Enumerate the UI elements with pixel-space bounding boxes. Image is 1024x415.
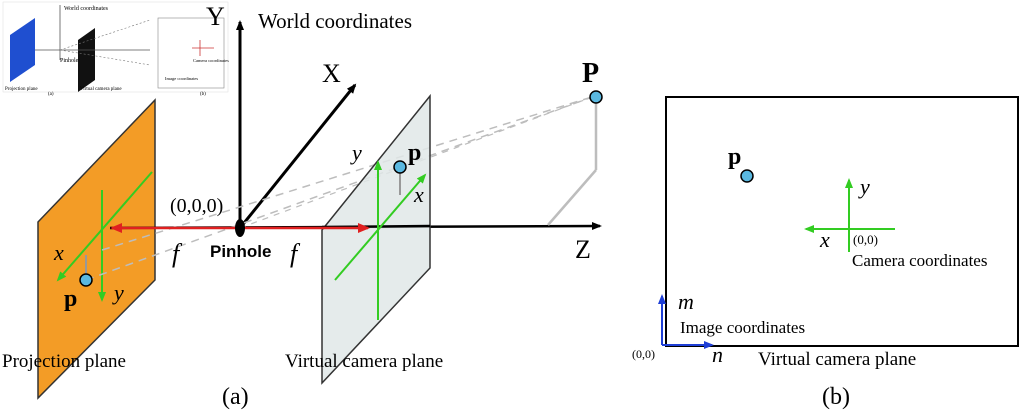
camera-origin-label: (0,0) (853, 232, 878, 247)
projection-axis-x-line (56, 171, 153, 282)
virtual-point-p (393, 160, 407, 174)
image-point-label: p (728, 144, 741, 170)
panel-b: p y x (0,0) Camera coordinates m Image c… (632, 96, 1019, 410)
caption-b: (b) (822, 384, 850, 410)
image-axis-n-label: n (712, 342, 723, 367)
thumb-pinhole-label: Pinhole (60, 58, 79, 64)
origin-label: (0,0,0) (170, 195, 223, 217)
camera-coordinates-label: Camera coordinates (852, 251, 987, 270)
projection-point-label: p (64, 286, 77, 312)
image-origin-label: (0,0) (632, 347, 655, 361)
ray-lower (85, 95, 596, 281)
thumb-panel-b-frame (157, 17, 225, 89)
virtual-axis-x-label: x (413, 182, 424, 207)
x-axis-label: X (322, 59, 341, 88)
thumb-caption-a: (a) (48, 92, 54, 97)
thumb-virtual-label: Virtual camera plane (80, 87, 122, 92)
thumb-caption-b: (b) (200, 92, 206, 97)
focal-right-label: f (290, 239, 301, 268)
P-diagonal-line (547, 169, 597, 226)
caption-a: (a) (222, 384, 249, 410)
pinhole-dot (235, 219, 245, 237)
thumb-world-label: World coordinates (64, 6, 109, 12)
thumb-projection-plane (10, 18, 35, 82)
thumb-img-label: Image coordinates (165, 76, 198, 81)
y-axis-label: Y (206, 2, 225, 31)
thumb-virtual-plane (78, 28, 95, 92)
virtual-axis-y-label: y (350, 140, 362, 165)
z-axis-label: Z (575, 235, 591, 264)
projection-plane (37, 98, 156, 400)
virtual-axis-x-line (334, 173, 427, 281)
pinhole-label: Pinhole (210, 242, 271, 261)
projection-axis-y-label: y (112, 280, 124, 305)
world-coordinates-label: World coordinates (258, 9, 412, 33)
world-point-P (589, 90, 603, 104)
virtual-point-label: p (408, 140, 421, 166)
virtual-camera-plane-label: Virtual camera plane (285, 351, 443, 372)
ray-upper (101, 95, 596, 251)
x-axis (238, 83, 357, 229)
thumbnail-inset: World coordinates Pinhole Projection pla… (2, 1, 229, 97)
panel-b-plane-label: Virtual camera plane (758, 349, 916, 370)
projection-plane-label: Projection plane (2, 351, 126, 372)
ray-center (239, 95, 596, 229)
image-coordinates-label: Image coordinates (680, 318, 805, 337)
panel-a: Y World coordinates X Z (0,0,0) Pinhole … (2, 2, 603, 410)
camera-axis-y-label: y (858, 174, 870, 199)
camera-axis-x-label: x (819, 227, 830, 252)
projection-point-p (79, 273, 93, 287)
world-point-label: P (582, 58, 599, 89)
focal-left-label: f (172, 239, 183, 268)
image-axis-m-label: m (678, 289, 694, 314)
projection-axis-x-label: x (53, 240, 64, 265)
thumb-cam-label: Camera coordinates (193, 58, 229, 63)
virtual-camera-plane-frame (665, 96, 1019, 347)
image-point-p (740, 169, 754, 183)
thumb-projection-label: Projection plane (5, 87, 38, 92)
